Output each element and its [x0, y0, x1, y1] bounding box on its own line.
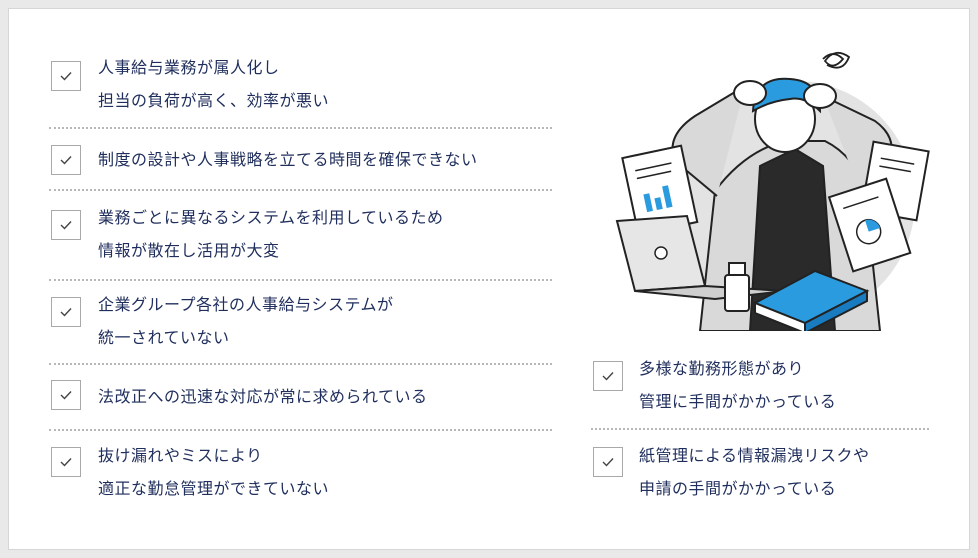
binder-icon	[752, 269, 870, 331]
problem-text: 人事給与業務が属人化し 担当の負荷が高く、効率が悪い	[98, 51, 329, 117]
problem-line: 企業グループ各社の人事給与システムが	[98, 295, 394, 314]
problem-text: 法改正への迅速な対応が常に求められている	[98, 380, 428, 413]
checkbox[interactable]	[51, 447, 81, 477]
divider	[591, 428, 929, 430]
stressed-worker-illustration	[615, 51, 930, 331]
checkbox[interactable]	[51, 297, 81, 327]
right-hand	[803, 83, 837, 109]
hair	[751, 77, 822, 114]
checkbox[interactable]	[593, 447, 623, 477]
problem-text: 抜け漏れやミスにより 適正な勤怠管理ができていない	[98, 439, 329, 505]
checkbox[interactable]	[593, 361, 623, 391]
divider	[49, 363, 552, 365]
checkbox[interactable]	[51, 210, 81, 240]
checkmark-icon	[60, 458, 72, 467]
checkmark-icon	[60, 156, 72, 165]
left-hand	[733, 80, 767, 106]
problem-line: 法改正への迅速な対応が常に求められている	[98, 387, 428, 406]
problem-line: 適正な勤怠管理ができていない	[98, 479, 330, 498]
problem-text: 業務ごとに異なるシステムを利用しているため 情報が散在し活用が大変	[98, 201, 444, 267]
divider	[49, 189, 552, 191]
checkbox[interactable]	[51, 61, 81, 91]
problem-line: 紙管理による情報漏洩リスクや	[639, 446, 870, 465]
checkmark-icon	[602, 372, 614, 381]
problem-line: 制度の設計や人事戦略を立てる時間を確保できない	[98, 150, 478, 169]
problem-line: 抜け漏れやミスにより	[98, 446, 263, 465]
problem-line: 統一されていない	[98, 328, 230, 347]
divider	[49, 429, 552, 431]
divider	[49, 279, 552, 281]
problem-line: 多様な勤務形態があり	[639, 359, 805, 378]
checkmark-icon	[60, 308, 72, 317]
problem-line: 業務ごとに異なるシステムを利用しているため	[98, 208, 444, 227]
checkmark-icon	[602, 458, 614, 467]
checkbox[interactable]	[51, 145, 81, 175]
problem-card: 人事給与業務が属人化し 担当の負荷が高く、効率が悪い 制度の設計や人事戦略を立て…	[8, 8, 970, 550]
problem-line: 管理に手間がかかっている	[639, 392, 837, 411]
problem-text: 多様な勤務形態があり 管理に手間がかかっている	[639, 352, 836, 418]
problem-text: 制度の設計や人事戦略を立てる時間を確保できない	[98, 143, 478, 176]
bottle-icon	[724, 262, 750, 312]
checkmark-icon	[60, 391, 72, 400]
stress-scribble-icon	[822, 51, 851, 69]
problem-line: 情報が散在し活用が大変	[98, 241, 280, 260]
problem-text: 企業グループ各社の人事給与システムが 統一されていない	[98, 288, 394, 354]
checkbox[interactable]	[51, 380, 81, 410]
checkmark-icon	[60, 72, 72, 81]
pie-chart-document-icon	[827, 177, 912, 273]
document-icon	[621, 144, 699, 236]
problem-line: 担当の負荷が高く、効率が悪い	[98, 91, 330, 110]
problem-line: 人事給与業務が属人化し	[98, 58, 280, 77]
divider	[49, 127, 552, 129]
problem-text: 紙管理による情報漏洩リスクや 申請の手間がかかっている	[639, 439, 870, 505]
problem-line: 申請の手間がかかっている	[639, 479, 837, 498]
checkmark-icon	[60, 221, 72, 230]
